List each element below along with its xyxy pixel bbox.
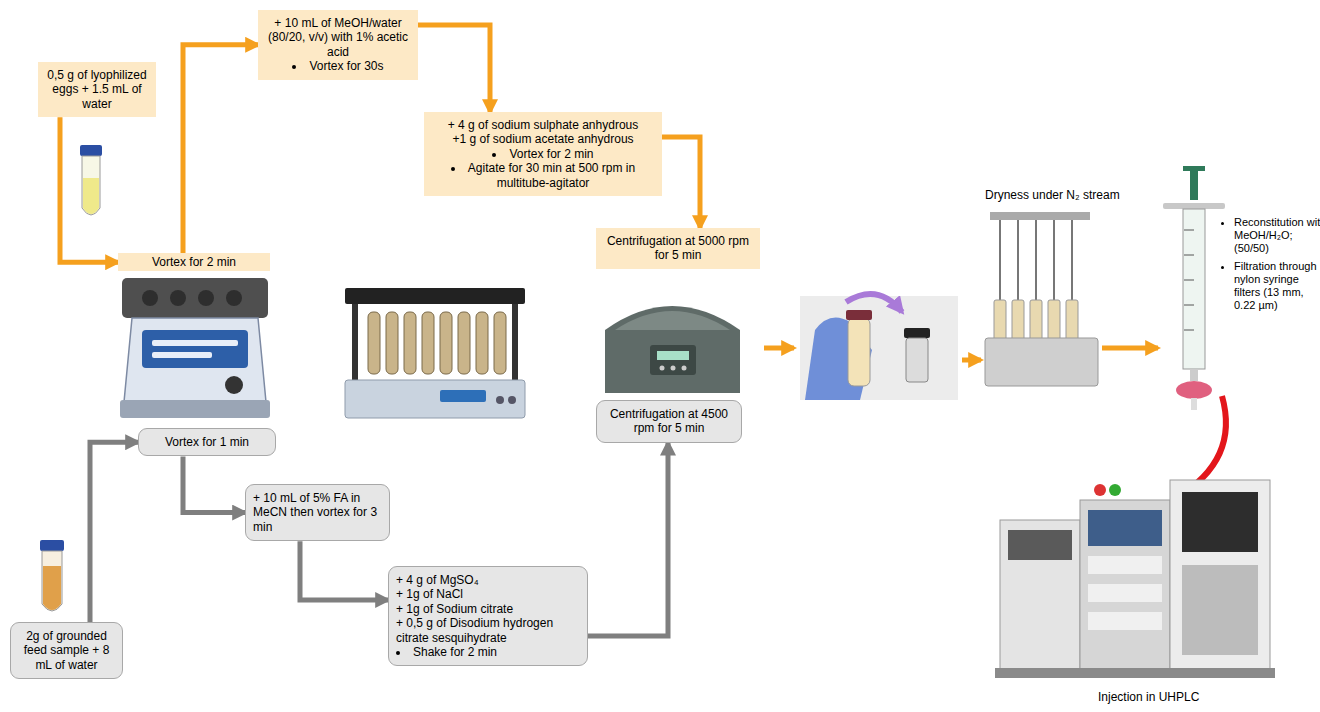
step-label: Reconstitution with MeOH/H₂O; (50/50) (1234, 216, 1320, 256)
step-band: Vortex for 1 min (138, 428, 276, 456)
bullet-text: Vortex for 2 min (430, 147, 656, 161)
step-box: + 10 mL of 5% FA in MeCN then vortex for… (245, 484, 390, 541)
egg-tube (80, 145, 102, 215)
sample-box: 0,5 g of lyophilized eggs + 1.5 mL of wa… (38, 62, 156, 117)
step-band: Vortex for 2 min (118, 253, 270, 271)
step-label: Filtration through nylon syringe filters… (1234, 260, 1320, 313)
supernatant-transfer (800, 294, 958, 400)
flow-arrow (183, 45, 258, 253)
step-box: + 4 g of MgSO₄+ 1g of NaCl+ 1g of Sodium… (388, 566, 588, 666)
step-text: + 10 mL of 5% FA in MeCN then vortex for… (253, 491, 382, 534)
step-box: Centrifugation at 4500 rpm for 5 min (596, 400, 742, 443)
multitube-agitator (345, 288, 525, 418)
nitrogen-evaporator (985, 212, 1098, 386)
step-text: 2g of grounded feed sample + 8 mL of wat… (18, 629, 115, 672)
flow-arrow (183, 456, 245, 512)
flow-arrow (764, 348, 1158, 360)
bullet-text: Shake for 2 min (396, 645, 580, 659)
bullet-text: Vortex for 30s (264, 59, 412, 73)
centrifuge (605, 306, 740, 393)
flow-arrow (418, 25, 490, 112)
step-text: Vortex for 1 min (146, 435, 268, 449)
step-text: + 4 g of MgSO₄ (396, 573, 580, 587)
feed-tube (40, 540, 64, 611)
uhplc-instrument (995, 480, 1275, 678)
flow-arrow (588, 443, 668, 636)
step-box: + 10 mL of MeOH/water (80/20, v/v) with … (258, 10, 418, 80)
sample-box: 2g of grounded feed sample + 8 mL of wat… (10, 622, 123, 679)
flow-arrow (662, 137, 700, 228)
step-text: + 1g of NaCl (396, 587, 580, 601)
flow-arrow (300, 541, 388, 600)
step-text: Vortex for 2 min (122, 255, 266, 269)
step-box: + 4 g of sodium sulphate anhydrous+1 g o… (424, 112, 662, 196)
step-label: Dryness under N₂ stream (985, 188, 1155, 202)
step-text: Centrifugation at 4500 rpm for 5 min (604, 407, 734, 436)
step-text: + 10 mL of MeOH/water (80/20, v/v) with … (264, 16, 412, 59)
step-text: Centrifugation at 5000 rpm for 5 min (602, 234, 754, 263)
step-text: + 4 g of sodium sulphate anhydrous (430, 118, 656, 132)
instrument-label: Injection in UHPLC (1098, 690, 1258, 704)
bullet-text: Agitate for 30 min at 500 rpm in multitu… (430, 161, 656, 190)
step-text: + 0,5 g of Disodium hydrogen citrate ses… (396, 616, 580, 645)
step-text: +1 g of sodium acetate anhydrous (430, 132, 656, 146)
vortex-mixer (120, 278, 270, 418)
step-box: Centrifugation at 5000 rpm for 5 min (596, 228, 760, 269)
syringe-filter (1163, 166, 1226, 498)
flow-arrow (60, 117, 118, 262)
step-text: 0,5 g of lyophilized eggs + 1.5 mL of wa… (44, 68, 150, 111)
step-text: + 1g of Sodium citrate (396, 602, 580, 616)
flow-arrow (90, 442, 138, 622)
